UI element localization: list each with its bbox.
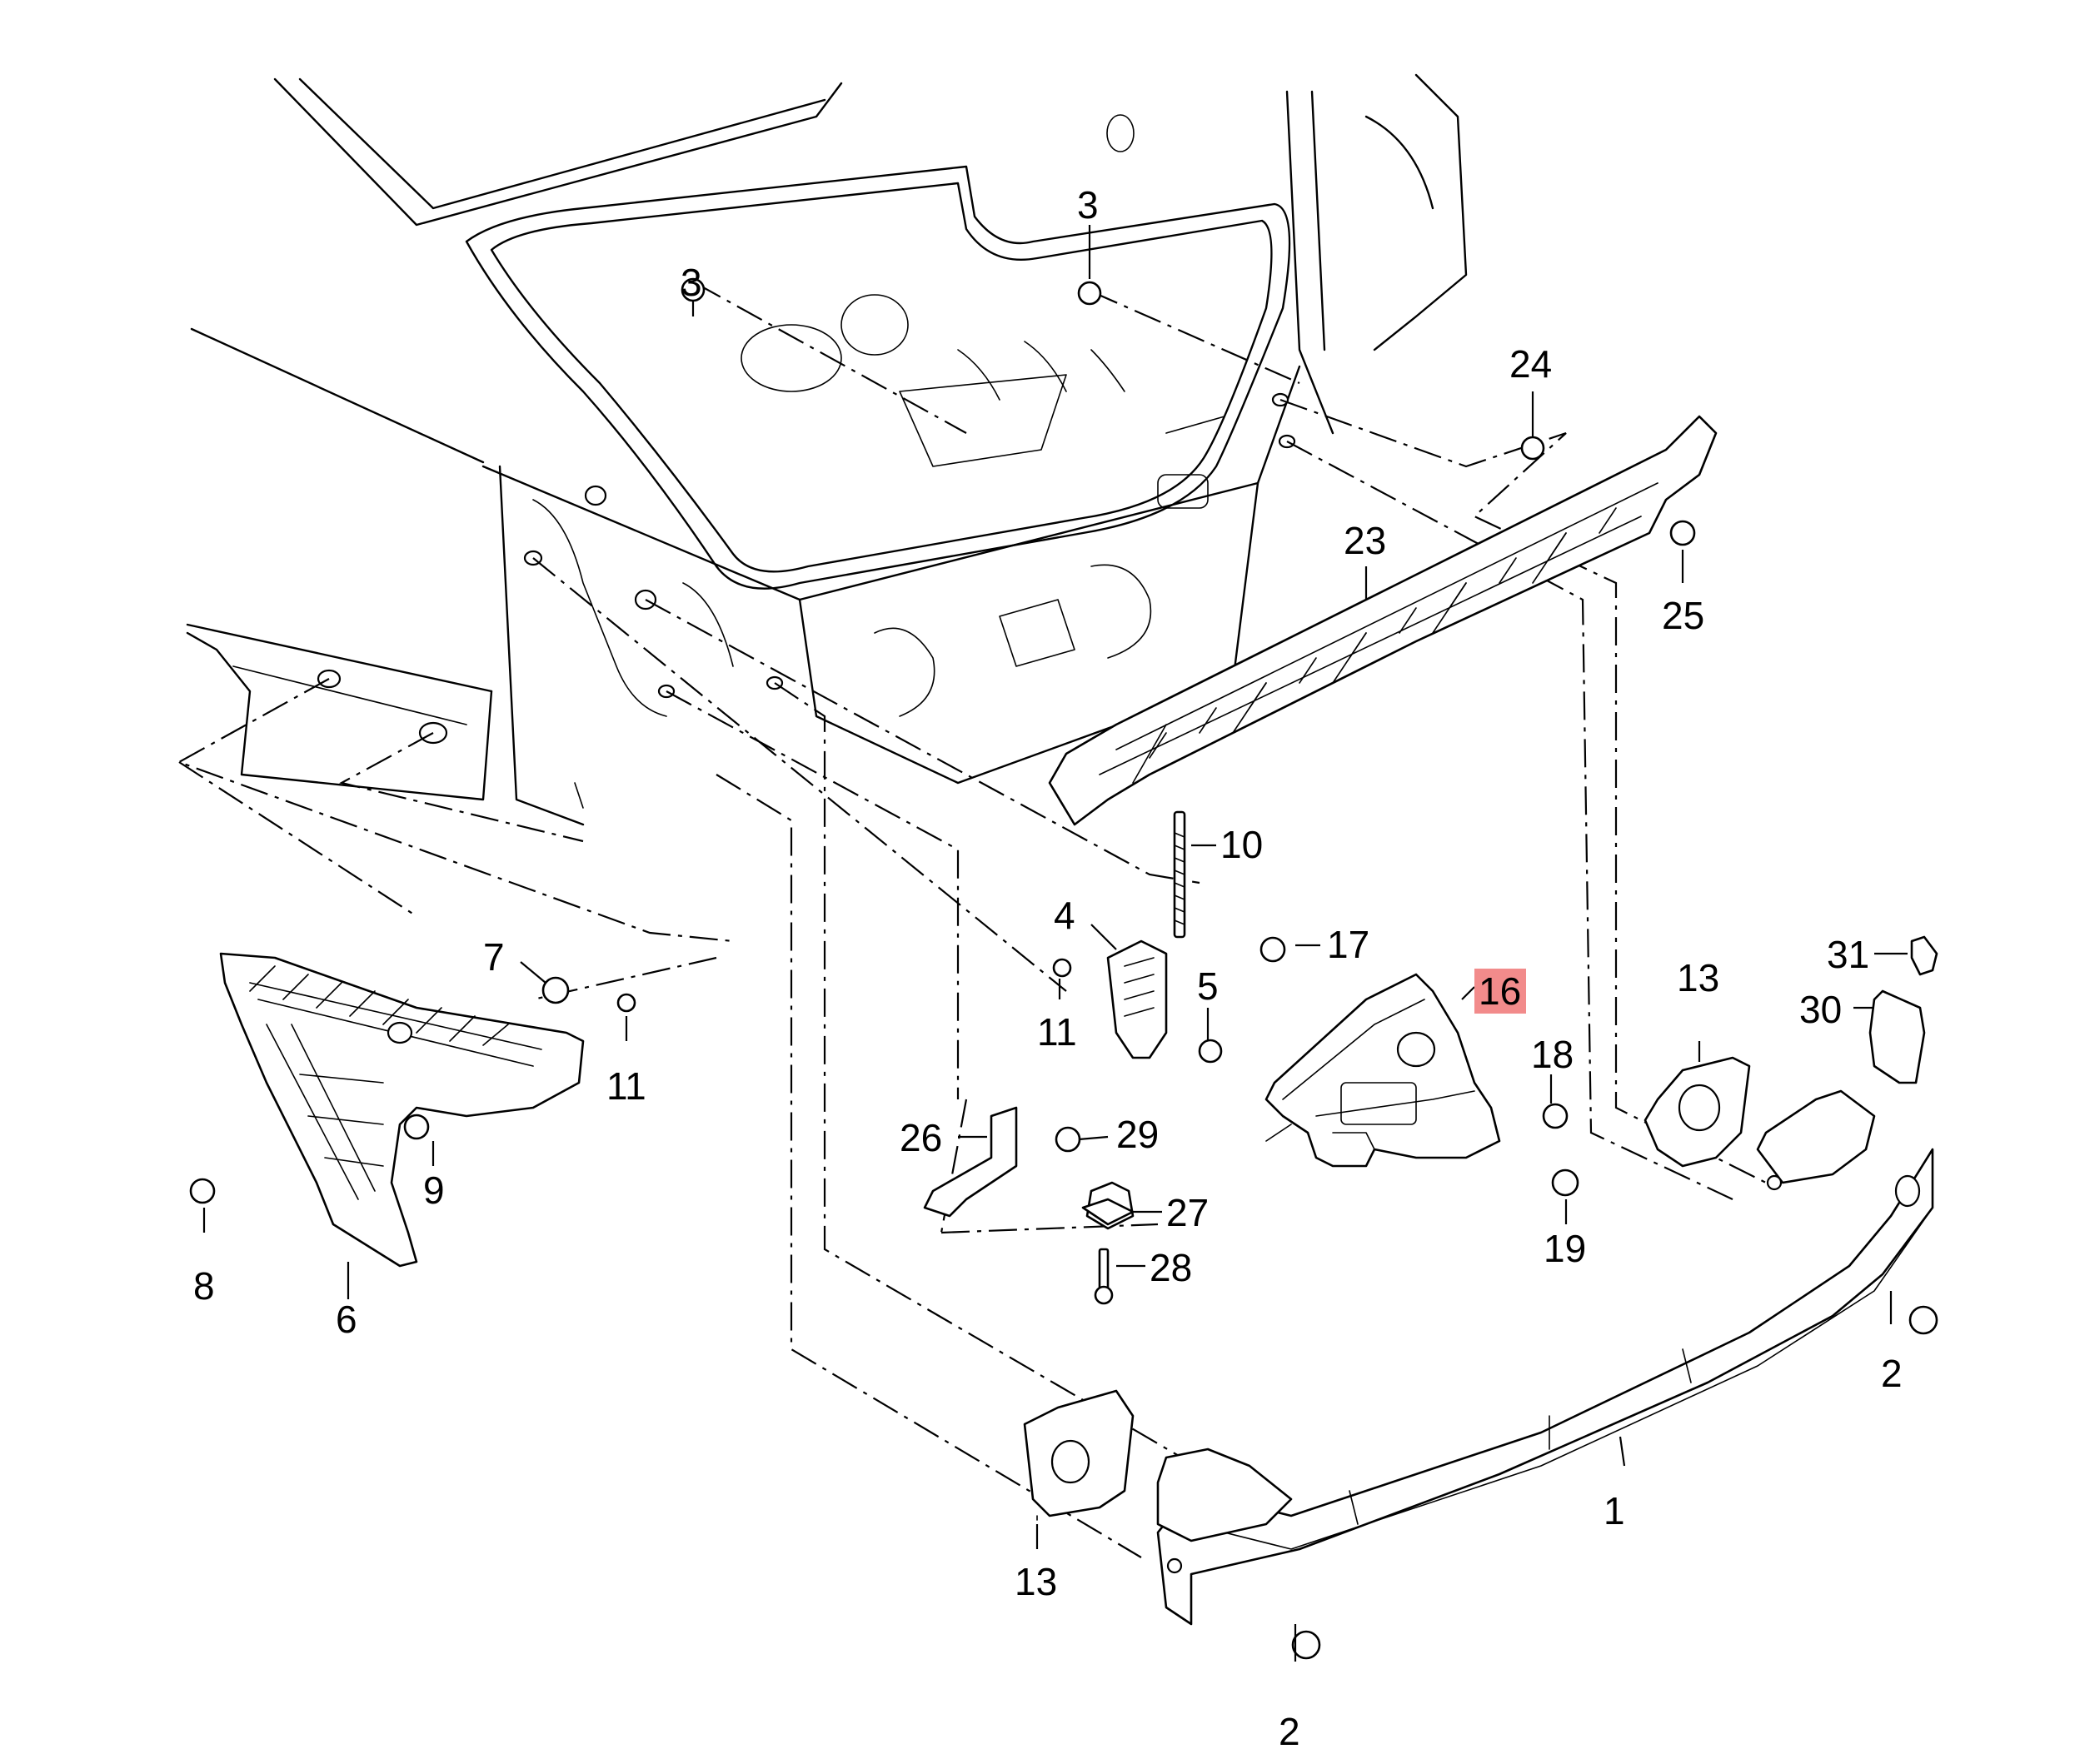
part-26-clip <box>923 1106 1018 1218</box>
callout-16-highlight <box>1474 969 1526 1014</box>
part-23-impact-absorber <box>1048 415 1718 826</box>
part-27-holder <box>1081 1181 1135 1230</box>
callout-28: 28 <box>1150 1246 1192 1289</box>
part-1-bumper-bar <box>1156 1089 1934 1626</box>
callout-25: 25 <box>1662 594 1704 637</box>
callout-10: 10 <box>1220 823 1263 866</box>
callout-18: 18 <box>1531 1033 1574 1076</box>
callout-8: 8 <box>193 1264 215 1308</box>
callout-2: 2 <box>1279 1710 1300 1753</box>
leader-lines <box>202 225 1908 1662</box>
callout-3: 3 <box>1077 183 1099 227</box>
part-13-left-plate <box>1023 1389 1135 1521</box>
callout-31: 31 <box>1827 933 1869 976</box>
part-6-left-bracket <box>219 952 585 1268</box>
callout-13: 13 <box>1677 956 1719 999</box>
part-10-bolt <box>1173 810 1186 939</box>
callout-29: 29 <box>1116 1113 1159 1156</box>
part-4-bracket <box>1106 939 1168 1059</box>
callout-3: 3 <box>681 261 702 304</box>
callout-16: 16 <box>1479 969 1521 1013</box>
callout-1: 1 <box>1604 1489 1625 1532</box>
fasteners <box>189 277 1938 1660</box>
part-13-right-plate <box>1644 1056 1751 1168</box>
callout-11: 11 <box>606 1064 646 1108</box>
callout-23: 23 <box>1344 519 1386 562</box>
callout-27: 27 <box>1166 1191 1209 1234</box>
part-31-clip <box>1910 935 1938 976</box>
callout-4: 4 <box>1054 894 1075 937</box>
callout-24: 24 <box>1509 342 1552 386</box>
callout-7: 7 <box>483 935 505 979</box>
part-30-bracket <box>1868 989 1926 1084</box>
callout-6: 6 <box>336 1298 357 1341</box>
callout-19: 19 <box>1544 1227 1586 1270</box>
callout-30: 30 <box>1799 988 1842 1031</box>
callout-26: 26 <box>900 1116 942 1159</box>
callout-17: 17 <box>1327 923 1369 966</box>
callout-9: 9 <box>423 1169 445 1212</box>
callout-2: 2 <box>1881 1352 1903 1395</box>
assembly-guide-lines <box>177 282 1767 1558</box>
callout-13: 13 <box>1015 1560 1057 1603</box>
callout-5: 5 <box>1197 964 1219 1008</box>
callout-labels: 1 2 2 3 3 4 5 6 7 8 9 10 11 11 13 13 16 … <box>193 183 1903 1753</box>
part-16-guide-bracket <box>1264 973 1501 1168</box>
callout-11: 11 <box>1037 1010 1077 1054</box>
car-body-rear <box>186 73 1468 826</box>
